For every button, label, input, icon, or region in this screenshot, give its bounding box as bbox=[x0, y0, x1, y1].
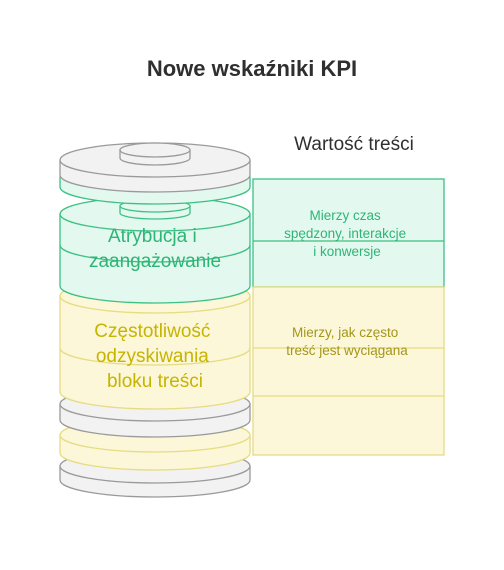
engagement-label: Atrybucja i zaangażowanie bbox=[89, 226, 221, 272]
table-row-retrieval bbox=[252, 286, 445, 456]
cylinder-section-engagement bbox=[59, 196, 251, 304]
retrieval-label: Częstotliwość odzyskiwania bloku treści bbox=[94, 321, 215, 392]
column-header: Wartość treści bbox=[294, 134, 414, 155]
diagram-title: Nowe wskaźniki KPI bbox=[147, 56, 357, 81]
engagement-description: Mierzy czas spędzony, interakcje i konwe… bbox=[284, 208, 410, 259]
retrieval-description: Mierzy, jak często treść jest wyciągana bbox=[286, 325, 408, 358]
cylinder-disc-top bbox=[59, 142, 251, 193]
table-row-engagement bbox=[252, 178, 445, 288]
